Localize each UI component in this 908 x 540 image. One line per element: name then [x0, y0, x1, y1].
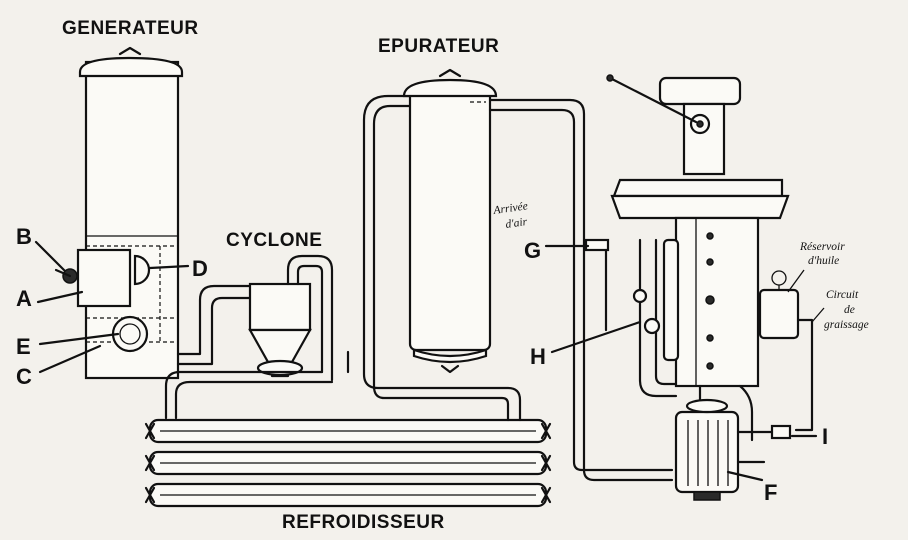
- label-epurateur: EPURATEUR: [378, 36, 499, 57]
- engine-top: [658, 76, 742, 106]
- oil-reservoir: [758, 288, 800, 340]
- letter-c: C: [16, 364, 32, 389]
- pipe-gen-cyclone-outer: [176, 284, 264, 356]
- pipe-cyclone-inner: [296, 264, 324, 374]
- refroidisseur-unit: [144, 94, 552, 508]
- engine-pointer: [608, 76, 698, 124]
- generateur-door: [76, 248, 132, 308]
- valve-h: [643, 317, 661, 335]
- engine-unit: [606, 74, 814, 501]
- label-arrivee-air-2: d'air: [505, 216, 529, 231]
- valve-g: [584, 238, 610, 252]
- cyclone-body: [248, 282, 312, 332]
- letter-d: D: [192, 256, 208, 281]
- label-arrivee-air-1: Arrivée: [492, 200, 529, 217]
- generateur-lid: [78, 56, 184, 78]
- generateur-unit: [54, 46, 184, 380]
- label-circuit-3: graissage: [824, 319, 869, 331]
- pipe-epurateur-engine-outer: [488, 98, 674, 482]
- epurateur-base: [412, 348, 488, 364]
- letter-i: I: [822, 424, 828, 449]
- pipe-gen-cyclone-inner: [176, 296, 264, 366]
- cyclone-cone: [248, 328, 312, 364]
- letter-g: G: [524, 238, 541, 263]
- pipe-cyclone-outer: [286, 254, 334, 382]
- label-cyclone: CYCLONE: [226, 230, 322, 251]
- part-d: [133, 254, 151, 286]
- letter-b: B: [16, 224, 32, 249]
- letter-a: A: [16, 286, 32, 311]
- pipe-cooler-epurateur-outer: [362, 94, 522, 422]
- epurateur-column: [408, 86, 492, 352]
- filter-f: [674, 410, 740, 494]
- label-reservoir-2: d'huile: [808, 255, 839, 267]
- lubrication-circuit: [794, 318, 814, 432]
- generateur-lid-handle: [118, 46, 142, 56]
- pipe-cooler-in-a: [164, 370, 324, 420]
- label-refroidisseur: REFROIDISSEUR: [282, 512, 445, 533]
- label-circuit-1: Circuit: [826, 289, 859, 301]
- pipe-cooler-epurateur-inner: [372, 104, 510, 422]
- label-reservoir-1: Réservoir: [799, 241, 845, 253]
- leader-lines: [34, 240, 825, 482]
- epurateur-lid: [402, 78, 498, 98]
- letter-h: H: [530, 344, 546, 369]
- letter-f: F: [764, 480, 777, 505]
- letter-e: E: [16, 334, 31, 359]
- engine-block: [674, 216, 760, 388]
- label-generateur: GENERATEUR: [62, 18, 199, 39]
- epurateur-unit: [402, 68, 674, 482]
- label-circuit-2: de: [844, 304, 855, 316]
- cyclone-unit: [248, 254, 334, 382]
- fitting-i: [770, 424, 792, 440]
- engine-neck: [682, 102, 726, 176]
- pipe-epurateur-engine-inner: [488, 108, 674, 472]
- engine-head: [612, 178, 784, 198]
